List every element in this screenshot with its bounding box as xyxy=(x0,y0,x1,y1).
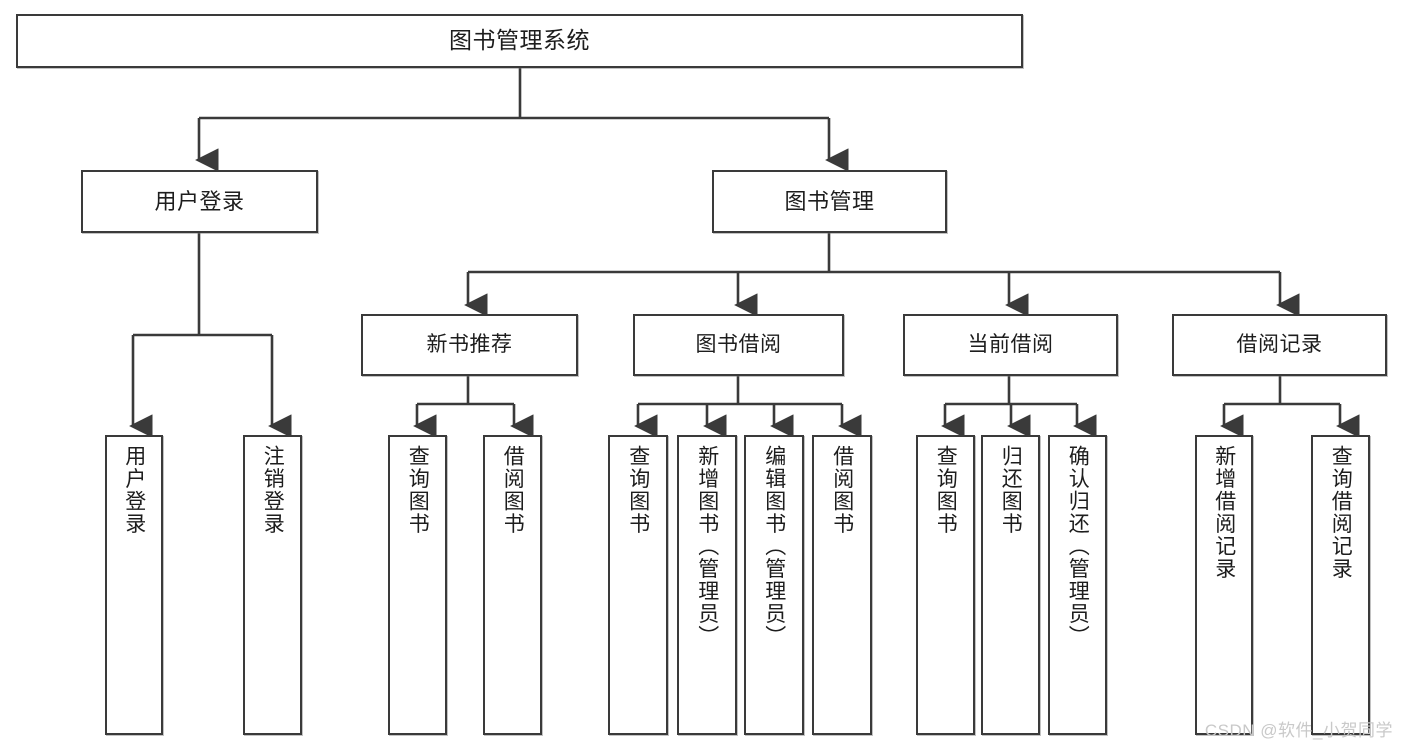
node-leaf-edit-book[interactable]: 编辑图书（管理员） xyxy=(744,435,804,735)
node-leaf-query-book-2-label: 查询图书 xyxy=(626,445,650,535)
node-leaf-edit-book-label: 编辑图书（管理员） xyxy=(762,445,786,648)
node-leaf-query-book-3-label: 查询图书 xyxy=(934,445,958,535)
node-leaf-add-record-label: 新增借阅记录 xyxy=(1212,445,1236,580)
node-leaf-query-record-label: 查询借阅记录 xyxy=(1329,445,1353,580)
node-book-borrow[interactable]: 图书借阅 xyxy=(633,314,844,376)
node-leaf-query-book-1[interactable]: 查询图书 xyxy=(388,435,447,735)
node-root[interactable]: 图书管理系统 xyxy=(16,14,1023,68)
node-leaf-user-login[interactable]: 用户登录 xyxy=(105,435,163,735)
node-book-manage[interactable]: 图书管理 xyxy=(712,170,947,233)
node-leaf-user-logout[interactable]: 注销登录 xyxy=(243,435,302,735)
node-leaf-borrow-book-1[interactable]: 借阅图书 xyxy=(483,435,542,735)
node-borrow-record[interactable]: 借阅记录 xyxy=(1172,314,1387,376)
node-user-login[interactable]: 用户登录 xyxy=(81,170,318,233)
node-leaf-return-book-label: 归还图书 xyxy=(999,445,1023,535)
node-leaf-add-record[interactable]: 新增借阅记录 xyxy=(1195,435,1253,735)
node-leaf-return-book[interactable]: 归还图书 xyxy=(981,435,1040,735)
node-leaf-borrow-book-2-label: 借阅图书 xyxy=(830,445,854,535)
node-leaf-user-logout-label: 注销登录 xyxy=(261,445,285,535)
node-leaf-borrow-book-2[interactable]: 借阅图书 xyxy=(812,435,872,735)
node-book-borrow-label: 图书借阅 xyxy=(695,332,782,356)
node-user-login-label: 用户登录 xyxy=(154,188,245,214)
node-new-book-recommend-label: 新书推荐 xyxy=(426,332,513,356)
watermark: CSDN @软件_小贺同学 xyxy=(1204,721,1393,740)
node-leaf-query-record[interactable]: 查询借阅记录 xyxy=(1311,435,1370,735)
node-borrow-record-label: 借阅记录 xyxy=(1236,332,1323,356)
node-leaf-confirm-return-label: 确认归还（管理员） xyxy=(1066,445,1090,648)
node-current-borrow-label: 当前借阅 xyxy=(967,332,1054,356)
node-leaf-query-book-2[interactable]: 查询图书 xyxy=(608,435,668,735)
node-leaf-add-book-label: 新增图书（管理员） xyxy=(695,445,719,648)
node-leaf-confirm-return[interactable]: 确认归还（管理员） xyxy=(1048,435,1107,735)
node-new-book-recommend[interactable]: 新书推荐 xyxy=(361,314,578,376)
node-leaf-user-login-label: 用户登录 xyxy=(122,445,146,535)
node-leaf-add-book[interactable]: 新增图书（管理员） xyxy=(677,435,737,735)
node-current-borrow[interactable]: 当前借阅 xyxy=(903,314,1118,376)
node-leaf-query-book-3[interactable]: 查询图书 xyxy=(916,435,975,735)
node-leaf-query-book-1-label: 查询图书 xyxy=(406,445,430,535)
node-book-manage-label: 图书管理 xyxy=(784,188,875,214)
node-root-label: 图书管理系统 xyxy=(449,27,590,54)
node-leaf-borrow-book-1-label: 借阅图书 xyxy=(501,445,525,535)
